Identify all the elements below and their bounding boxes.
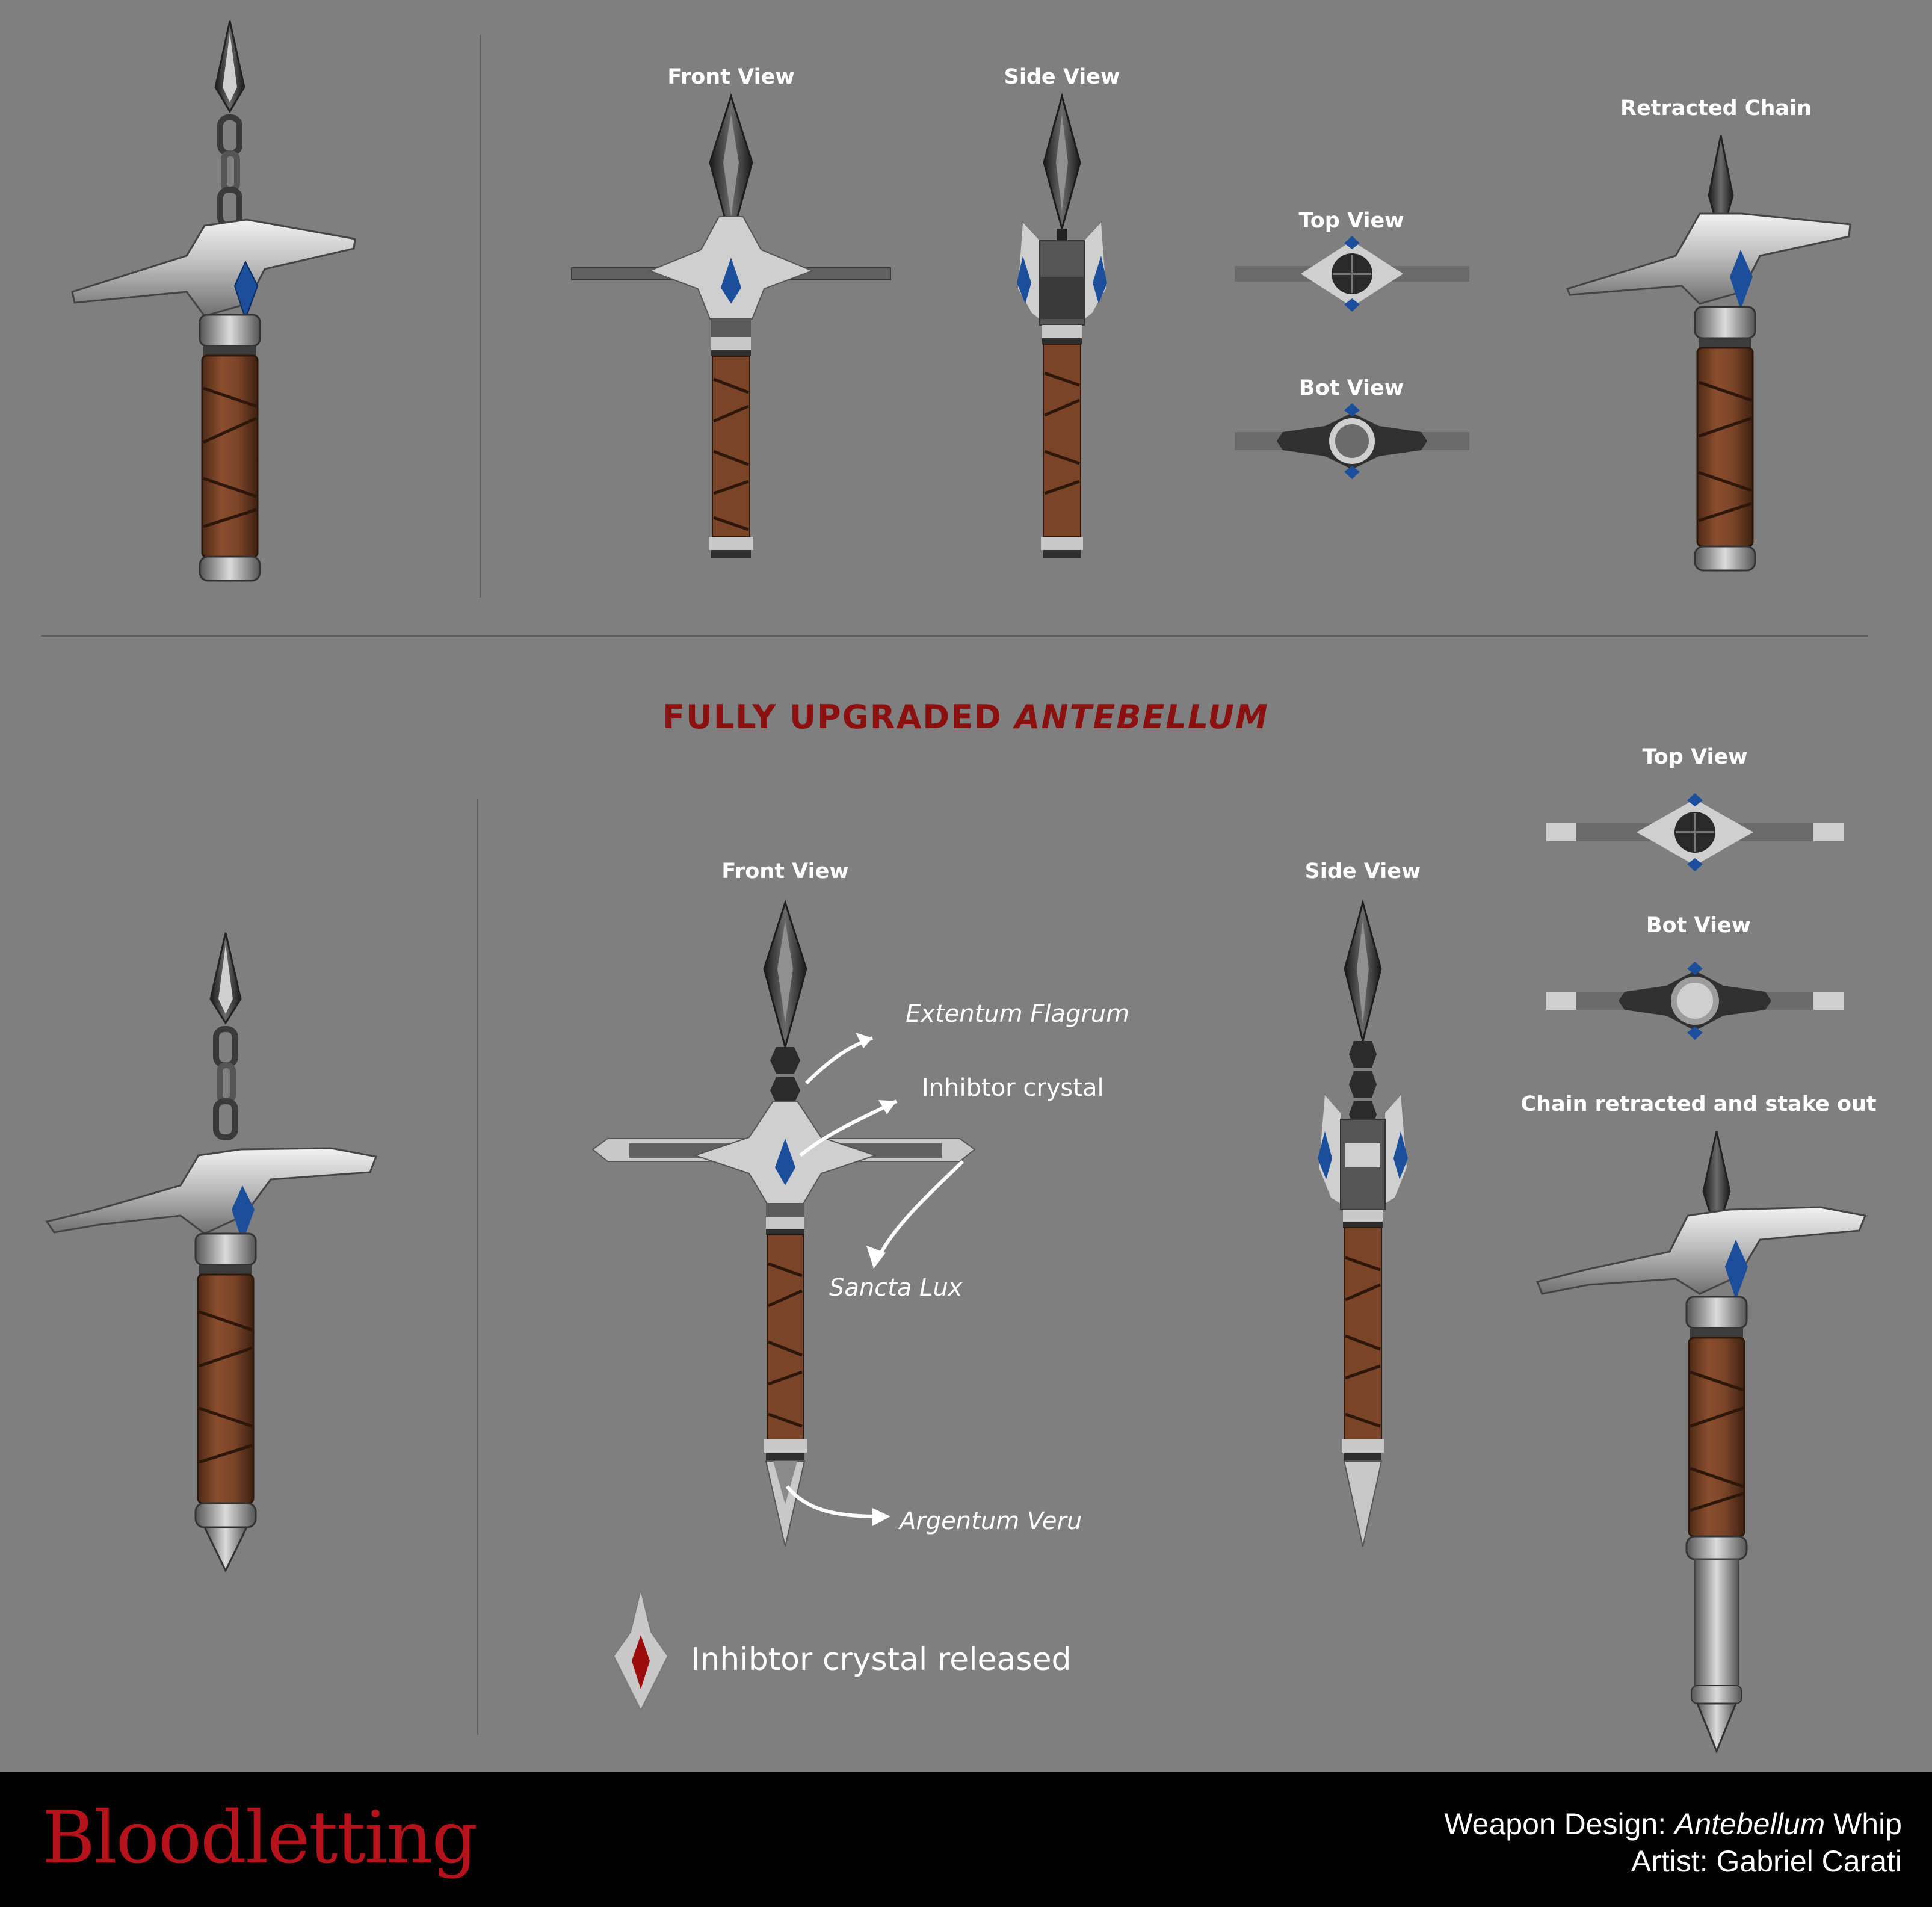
headline-prefix: FULLY UPGRADED xyxy=(662,698,1002,736)
label-upgraded-side-view: Side View xyxy=(1304,859,1421,883)
label-chain-retracted-stake-out: Chain retracted and stake out xyxy=(1520,1092,1877,1116)
render-chain-retracted-stake-out xyxy=(1535,1131,1867,1754)
drawing-standard-front-view xyxy=(571,93,891,558)
drawing-upgraded-bot-view xyxy=(1546,962,1844,1040)
drawing-standard-side-view xyxy=(1017,93,1107,558)
bloodletting-logo: Bloodletting xyxy=(42,1796,478,1880)
drawing-standard-top-view xyxy=(1235,236,1469,312)
render-upgraded-perspective xyxy=(45,932,378,1573)
callout-argentum-veru: Argentum Veru xyxy=(900,1507,1082,1535)
render-retracted-chain xyxy=(1566,135,1851,572)
crystal-released-icon xyxy=(613,1589,669,1712)
render-standard-perspective xyxy=(71,20,356,582)
label-upgraded-top-view: Top View xyxy=(1642,745,1748,769)
label-retracted-chain: Retracted Chain xyxy=(1620,96,1812,120)
label-bot-view: Bot View xyxy=(1298,376,1404,400)
design-suffix: Whip xyxy=(1833,1807,1902,1841)
upgraded-headline: FULLY UPGRADED ANTEBELLUM xyxy=(662,698,1269,736)
label-upgraded-front-view: Front View xyxy=(721,859,849,883)
footer-bar xyxy=(0,1772,1932,1907)
drawing-upgraded-top-view xyxy=(1546,793,1844,871)
legend-crystal-released: Inhibtor crystal released xyxy=(691,1642,1072,1678)
artist-credit: Artist: Gabriel Carati xyxy=(1631,1844,1902,1878)
drawing-standard-bot-view xyxy=(1235,403,1469,479)
label-side-view: Side View xyxy=(1004,65,1120,89)
callout-sancta-lux: Sancta Lux xyxy=(829,1274,963,1302)
design-prefix: Weapon Design: xyxy=(1444,1807,1667,1841)
label-top-view: Top View xyxy=(1298,209,1404,233)
callout-inhibitor-crystal: Inhibtor crystal xyxy=(922,1074,1104,1102)
label-front-view: Front View xyxy=(667,65,795,89)
label-upgraded-bot-view: Bot View xyxy=(1646,913,1751,938)
top-section-divider xyxy=(480,35,481,598)
bottom-section-divider xyxy=(477,799,478,1735)
callout-extentum-flagrum: Extentum Flagrum xyxy=(906,1000,1130,1028)
section-separator xyxy=(41,635,1868,637)
headline-emphasis: ANTEBELLUM xyxy=(1014,698,1269,736)
weapon-design-credit: Weapon Design: Antebellum Whip xyxy=(1444,1807,1902,1841)
drawing-upgraded-front-view xyxy=(591,900,976,1547)
callout-arrows xyxy=(785,1033,964,1526)
drawing-upgraded-side-view xyxy=(1318,899,1408,1547)
design-name: Antebellum xyxy=(1674,1807,1826,1841)
